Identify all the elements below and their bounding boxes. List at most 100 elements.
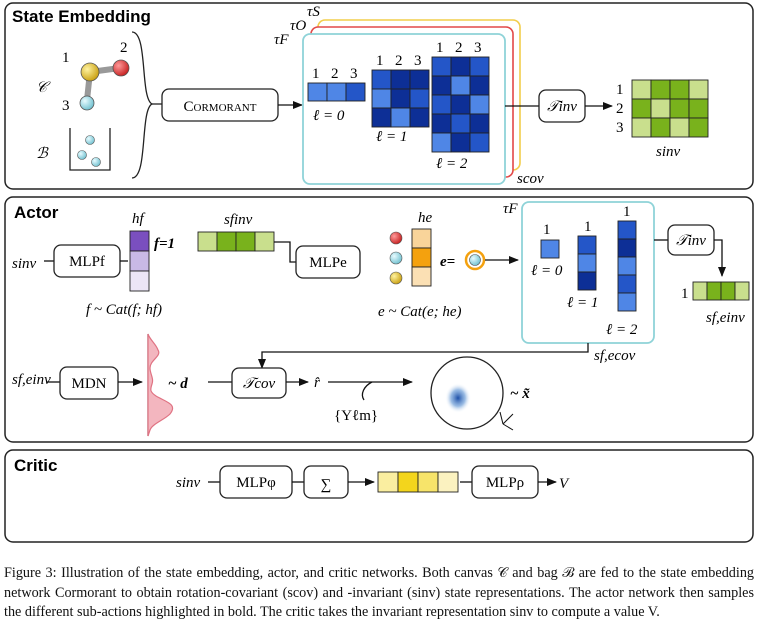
sum-label: ∑	[321, 477, 332, 493]
inv-matrix-cell	[631, 117, 652, 138]
s-f-inv-label: sfinv	[224, 212, 253, 228]
s-fe-inv-cell	[734, 281, 750, 301]
actor-one-label-0: 1	[543, 222, 551, 238]
matrix-l2-cell	[450, 94, 471, 115]
actor-ell-0: ℓ = 0	[531, 263, 563, 279]
selected-element-ring-icon	[464, 249, 486, 271]
matrix-l0-cell	[345, 82, 366, 102]
s-cov-label: scov	[517, 171, 544, 187]
inv-matrix-cell	[688, 79, 709, 100]
actor-cov-l1-cell	[577, 271, 597, 291]
matrix-l2-cell	[431, 94, 452, 115]
bag-symbol: ℬ	[36, 146, 49, 162]
caption-text: Illustration of the state embedding, act…	[4, 565, 755, 620]
matrix-l2-index-2: 2	[455, 40, 463, 56]
critic-vector-cell	[437, 471, 459, 493]
s-fe-inv-cell	[692, 281, 708, 301]
h-f-label: hf	[132, 211, 146, 227]
molecule-canvas: 1 2 3 𝒞	[36, 40, 130, 114]
matrix-l2-index-1: 1	[436, 40, 444, 56]
actor-one-label-1: 1	[584, 219, 592, 235]
actor-tau-f-label: τF	[503, 201, 518, 217]
panel-title-state-embedding: State Embedding	[12, 7, 151, 26]
bag: ℬ	[36, 128, 111, 171]
atom-label-3: 3	[62, 98, 70, 114]
h-e-cell	[411, 247, 432, 268]
tau-f-label: τF	[274, 32, 289, 48]
atom-2-icon	[112, 59, 130, 77]
input-brace	[131, 31, 154, 179]
inv-matrix-cell	[650, 98, 671, 119]
s-fe-inv-cell	[706, 281, 722, 301]
inv-matrix-cell	[688, 98, 709, 119]
actor-cov-l2-cell	[617, 274, 637, 294]
actor-cov-l2-cell	[617, 220, 637, 240]
e-equals-label: e=	[440, 254, 455, 270]
inv-matrix-cell	[669, 79, 690, 100]
mlp-f-label: MLPf	[69, 254, 105, 270]
s-f-inv-cell	[216, 231, 237, 252]
mdn-label: MDN	[71, 376, 106, 392]
critic-vector-cell	[397, 471, 419, 493]
tau-o-label: τO	[290, 18, 306, 34]
matrix-l1-cell	[390, 107, 411, 128]
r-hat-label: r̂	[314, 375, 320, 391]
matrix-l1-index-3: 3	[414, 53, 422, 69]
s-f-inv-cell	[197, 231, 218, 252]
cormorant-label: Cormorant	[184, 99, 257, 115]
matrix-l0-index-3: 3	[350, 66, 358, 82]
actor-cov-l2-cell	[617, 292, 637, 312]
element-cyan-icon	[389, 251, 403, 265]
s-f-inv-cell	[254, 231, 275, 252]
atom-label-2: 2	[120, 40, 128, 56]
matrix-l2-cell	[431, 75, 452, 96]
matrix-l1-label: ℓ = 1	[376, 129, 407, 145]
atom-1-icon	[80, 62, 100, 82]
actor-one-row-label: 1	[681, 286, 689, 302]
e-distribution-label: e ~ Cat(e; he)	[378, 304, 462, 320]
actor-panel: Actor sinv MLPf hf f=1 f ~ Cat(f; hf) sf…	[4, 196, 754, 443]
y-lm-label: {Yℓm}	[334, 408, 378, 424]
matrix-l0-label: ℓ = 0	[313, 108, 345, 124]
h-f-cell	[129, 230, 150, 252]
actor-cov-l2-cell	[617, 256, 637, 276]
s-fe-inv-vector	[692, 281, 750, 301]
h-f-vector	[129, 230, 150, 292]
s-fe-cov-label: sf,ecov	[594, 348, 636, 364]
h-e-cell	[411, 266, 432, 287]
actor-ell-2: ℓ = 2	[606, 322, 638, 338]
h-e-label: he	[418, 210, 433, 226]
s-fe-inv-label: sf,einv	[706, 310, 745, 326]
f-equals-label: f=1	[154, 236, 175, 252]
actor-cov-l0-cell	[540, 239, 560, 259]
matrix-l1-cell	[409, 88, 430, 109]
h-e-cell	[411, 228, 432, 249]
matrix-l2-cell	[431, 113, 452, 134]
mlp-e-box	[295, 245, 361, 279]
matrix-l0-cell	[326, 82, 347, 102]
matrix-l1-cell	[371, 88, 392, 109]
s-fe-inv-cell	[720, 281, 736, 301]
inv-matrix-cell	[631, 79, 652, 100]
actor-t-inv-label: 𝒯inv	[676, 233, 706, 249]
s-f-inv-cell	[235, 231, 256, 252]
inv-matrix-cell	[631, 98, 652, 119]
critic-s-inv-input: sinv	[176, 475, 201, 491]
h-e-vector	[411, 228, 432, 287]
h-f-cell	[129, 270, 150, 292]
state-embedding-panel: State Embedding 1 2 3 𝒞 ℬ Cormorant	[4, 2, 754, 190]
matrix-l0-index-2: 2	[331, 66, 339, 82]
atom-label-1: 1	[62, 50, 70, 66]
inv-matrix-cell	[669, 98, 690, 119]
actor-s-fe-inv-input: sf,einv	[12, 372, 51, 388]
canvas-symbol: 𝒞	[36, 80, 51, 96]
inv-matrix-cell	[669, 117, 690, 138]
t-cov-box	[231, 367, 287, 399]
atom-3-icon	[79, 95, 95, 111]
selected-element-icon	[469, 254, 481, 266]
actor-ell-1: ℓ = 1	[567, 295, 598, 311]
x-tilde-label: ~ x̃	[510, 386, 530, 402]
matrix-l2-index-3: 3	[474, 40, 482, 56]
panel-title-actor: Actor	[14, 203, 59, 222]
